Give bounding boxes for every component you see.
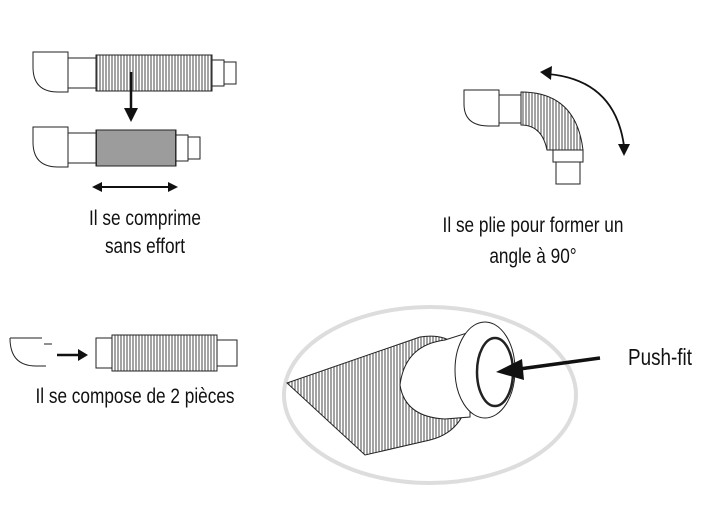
pushfit-label: Push-fit [628, 344, 692, 370]
extended-pipe-icon [32, 51, 237, 93]
compress-caption-line1: Il se comprime [89, 207, 201, 230]
down-arrow-icon [124, 72, 138, 122]
elbow-pipe-icon [463, 89, 584, 185]
compressed-pipe-icon [32, 126, 201, 168]
double-arrow-icon [92, 182, 178, 192]
compress-caption-line2: sans effort [104, 235, 186, 258]
two-pieces-icon [9, 334, 238, 372]
bend-caption: Il se plie pour former un angle à 90° [418, 210, 648, 272]
right-arrow-icon [57, 349, 88, 361]
bend-caption-line2: angle à 90° [489, 245, 577, 268]
rotation-arrow-icon [540, 66, 630, 156]
pieces-caption: Il se compose de 2 pièces [35, 385, 235, 408]
compress-caption: Il se comprime sans effort [63, 205, 227, 261]
pushfit-arrow-icon [496, 356, 601, 380]
highlight-ellipse [282, 305, 578, 485]
bend-caption-line1: Il se plie pour former un [442, 214, 624, 237]
pushfit-closeup-icon [286, 321, 516, 456]
